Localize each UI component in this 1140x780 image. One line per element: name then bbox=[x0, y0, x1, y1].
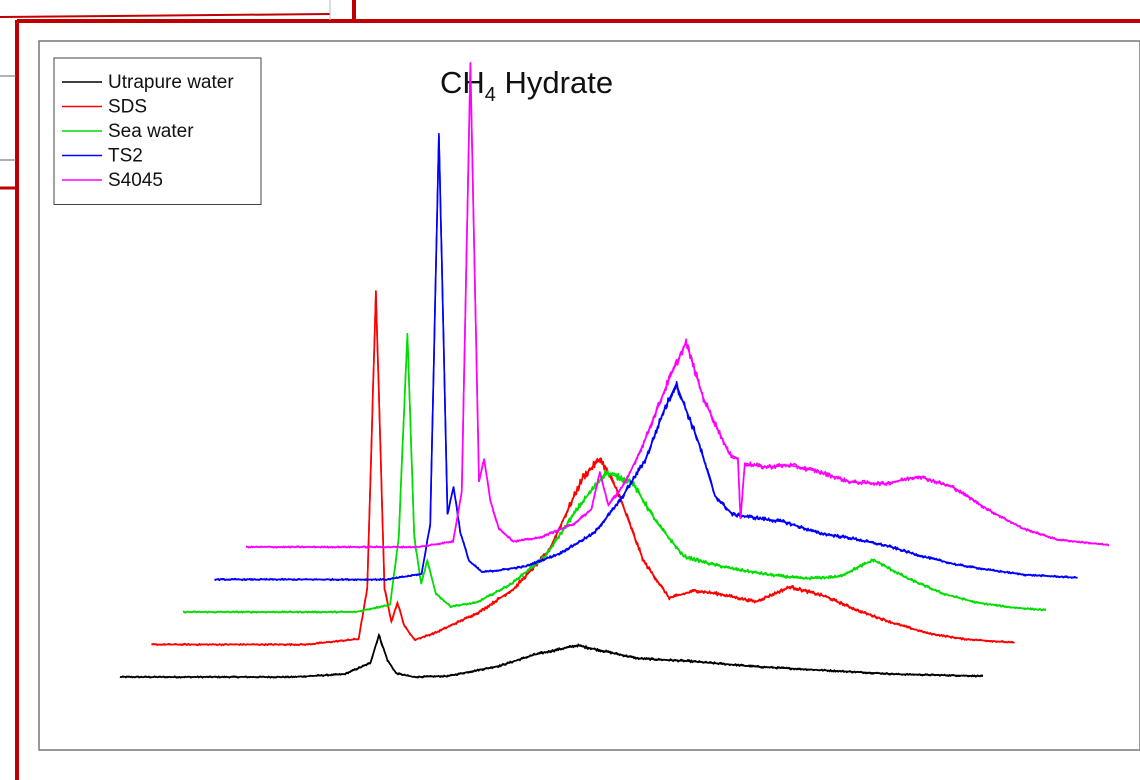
series-peak-utrapure-water bbox=[120, 632, 984, 678]
legend-label: SDS bbox=[108, 97, 147, 118]
legend-label: Utrapure water bbox=[108, 72, 234, 93]
series-peak-sea-water bbox=[183, 332, 1047, 613]
legend-label: Sea water bbox=[108, 121, 194, 142]
chart-title-subscript: 4 bbox=[485, 84, 496, 106]
legend-label: TS2 bbox=[108, 146, 143, 167]
series-peak-ts2 bbox=[214, 133, 1078, 581]
chart-title: CH4 Hydrate bbox=[440, 65, 613, 106]
series-peak-s4045 bbox=[246, 63, 1110, 548]
frame-top-left-red bbox=[0, 13, 331, 18]
series-peak-sds bbox=[151, 291, 1015, 646]
chart-title-main: CH bbox=[440, 65, 485, 100]
plot-frame bbox=[38, 40, 1140, 751]
legend-label: S4045 bbox=[108, 170, 163, 191]
chart-title-suffix: Hydrate bbox=[496, 65, 613, 100]
series-layer bbox=[119, 61, 1110, 679]
